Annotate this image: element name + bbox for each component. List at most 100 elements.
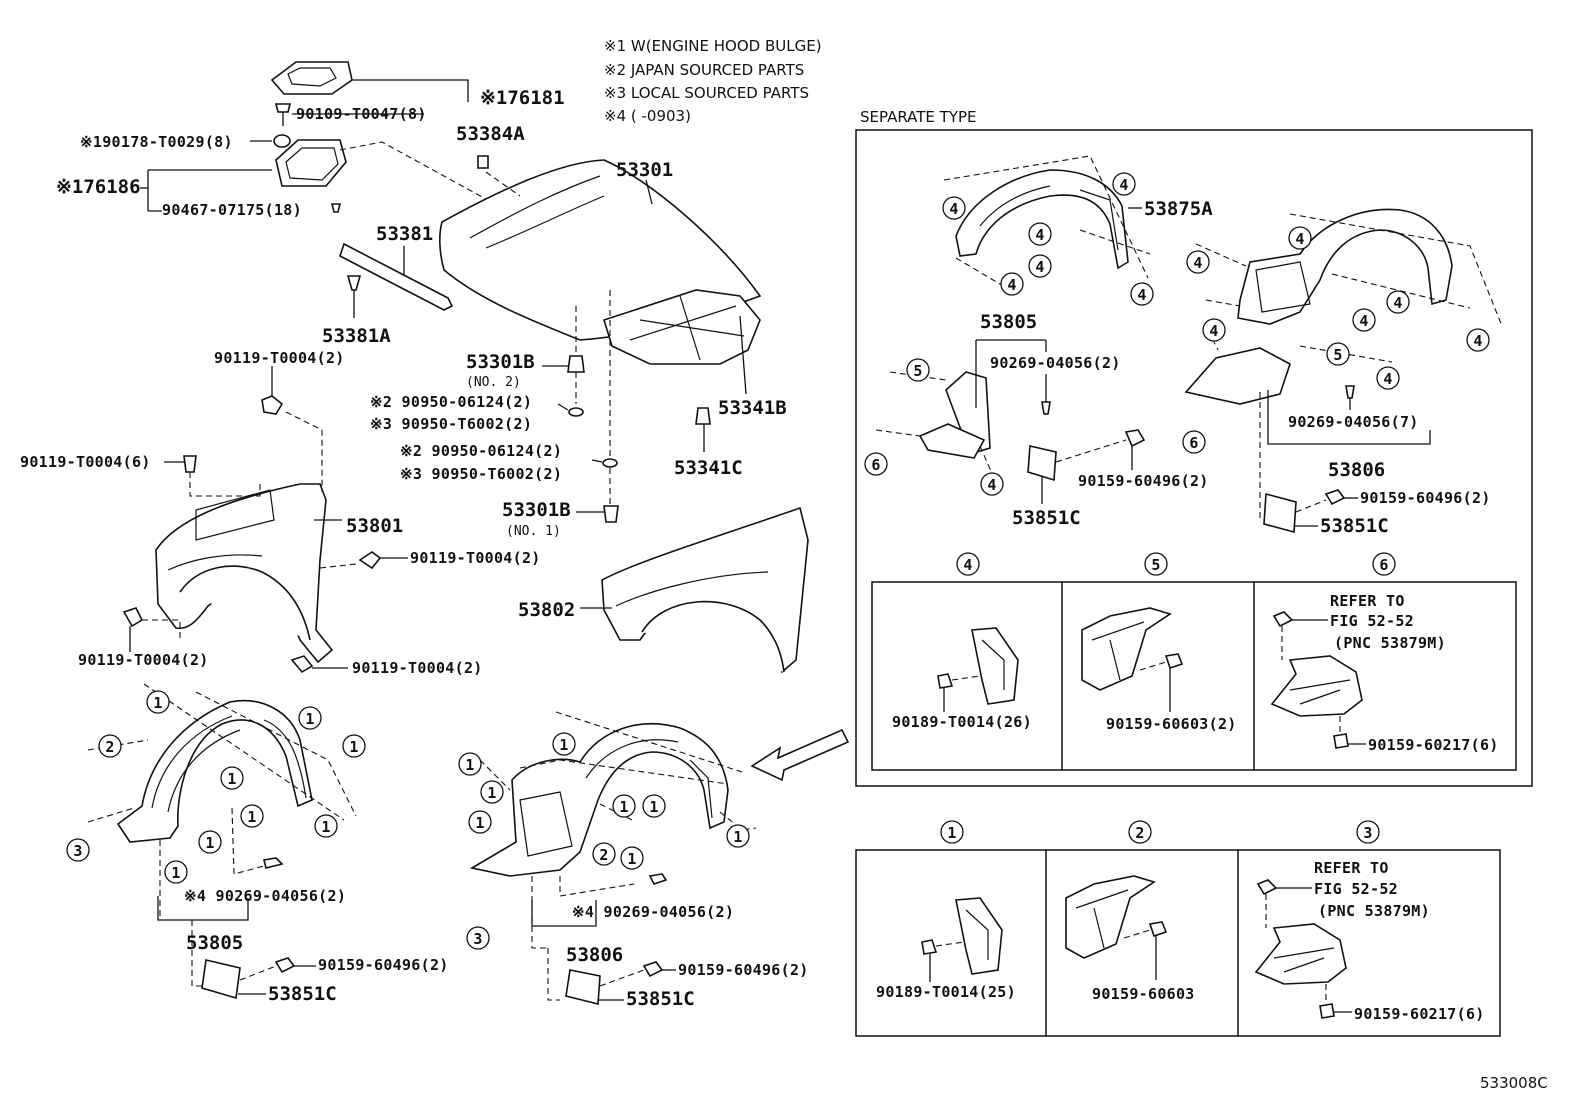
label-53802: 53802 xyxy=(518,599,575,621)
note-3: ※3 LOCAL SOURCED PARTS xyxy=(604,84,809,102)
svg-text:2: 2 xyxy=(1135,824,1144,842)
clip-90467-icon xyxy=(330,203,342,213)
detail-5-part: 90159-60603(2) xyxy=(1106,715,1237,733)
label-76186: ※176186 xyxy=(56,176,141,198)
label-53341C: 53341C xyxy=(674,457,743,479)
svg-text:1: 1 xyxy=(487,784,496,802)
label-s2-upper: ※2 90950-06124(2) xyxy=(370,393,532,411)
svg-text:6: 6 xyxy=(1379,556,1388,574)
detail-6-refer2: FIG 52-52 xyxy=(1330,612,1414,630)
mudguard-53851C-sep-a xyxy=(1027,445,1057,482)
label-53806-right: 53806 xyxy=(566,944,623,966)
label-90159-sep-a: 90159-60496(2) xyxy=(1078,472,1209,490)
right-markers: 1 1 1 1 1 1 1 2 1 3 xyxy=(458,732,750,950)
right-fender-liner xyxy=(469,722,729,877)
label-53384A: 53384A xyxy=(456,123,525,145)
washer-a-icon xyxy=(568,407,584,417)
detail-3-refer1: REFER TO xyxy=(1314,859,1389,877)
detail-6-bolt-icon xyxy=(1333,733,1349,749)
insulator-labels: 53341B 53341C xyxy=(674,315,787,479)
svg-text:4: 4 xyxy=(1295,230,1304,248)
mudguard-53851C-right xyxy=(565,969,601,1006)
fender-53801-group: 90119-T0004(2) 90119-T0004(6) 53801 9011… xyxy=(20,349,540,677)
bolt-90119-e-icon xyxy=(290,655,314,674)
label-90159-right: 90159-60496(2) xyxy=(678,961,809,979)
svg-text:3: 3 xyxy=(473,930,482,948)
label-53381A: 53381A xyxy=(322,325,391,347)
note-1: ※1 W(ENGINE HOOD BULGE) xyxy=(604,37,822,55)
detail-5-liner xyxy=(1081,607,1172,691)
bolt-90119-d-icon xyxy=(122,607,144,628)
separate-type-box: SEPARATE TYPE 53875A 53805 90269-04056(2… xyxy=(855,108,1533,787)
label-90159-sep-b: 90159-60496(2) xyxy=(1360,489,1491,507)
detail-1-marker xyxy=(940,820,964,844)
label-53805-sep: 53805 xyxy=(980,311,1037,333)
label-53341B: 53341B xyxy=(718,397,787,419)
nut-90178-icon xyxy=(273,134,291,148)
detail-1-clip-icon xyxy=(921,939,938,955)
svg-text:1: 1 xyxy=(227,770,236,788)
seal-53381-group: 53381 53381A xyxy=(322,223,454,347)
svg-text:4: 4 xyxy=(1359,312,1368,330)
label-s3-lower: ※3 90950-T6002(2) xyxy=(400,465,562,483)
bolt-90269-sep7-icon xyxy=(1345,385,1355,399)
svg-text:4: 4 xyxy=(1209,322,1218,340)
bolt-90159-sep-b-icon xyxy=(1324,489,1346,506)
detail-3-part: 90159-60217(6) xyxy=(1354,1005,1485,1023)
cushion-53384A-icon xyxy=(477,155,489,169)
svg-text:1: 1 xyxy=(475,814,484,832)
label-90119-b: 90119-T0004(6) xyxy=(20,453,151,471)
detail-4-clip-icon xyxy=(937,673,954,689)
detail-5-bolt-icon xyxy=(1164,653,1184,670)
svg-text:1: 1 xyxy=(733,828,742,846)
svg-text:4: 4 xyxy=(1119,176,1128,194)
cushion-no2-icon xyxy=(567,355,585,373)
hood-bulge-part xyxy=(270,61,353,95)
svg-text:2: 2 xyxy=(105,738,114,756)
separate-liner-53875A xyxy=(955,169,1129,270)
label-53806-sep: 53806 xyxy=(1328,459,1385,481)
svg-text:4: 4 xyxy=(1035,258,1044,276)
label-s4-right: ※4 90269-04056(2) xyxy=(572,903,734,921)
hood-bulge-group: ※176181 90109-T0047(8) ※190178-T0029(8) … xyxy=(56,61,565,233)
arrow-icon xyxy=(750,728,850,782)
svg-text:1: 1 xyxy=(465,756,474,774)
label-s3-upper: ※3 90950-T6002(2) xyxy=(370,415,532,433)
svg-text:1: 1 xyxy=(247,808,256,826)
hood-bulge-detail xyxy=(287,67,337,87)
separate-type-title: SEPARATE TYPE xyxy=(860,108,977,126)
svg-text:4: 4 xyxy=(1007,276,1016,294)
detail-3-marker xyxy=(1356,820,1380,844)
svg-text:5: 5 xyxy=(1151,556,1160,574)
label-53851C-left: 53851C xyxy=(268,983,337,1005)
label-53875A: 53875A xyxy=(1144,198,1213,220)
left-liner-group: ※4 90269-04056(2) 53805 90159-60496(2) 5… xyxy=(66,683,448,1005)
svg-text:2: 2 xyxy=(599,846,608,864)
label-s4-left: ※4 90269-04056(2) xyxy=(184,887,346,905)
detail-5-marker xyxy=(1144,552,1168,576)
bolt-90119-b-icon xyxy=(183,455,197,473)
detail-6-refer1: REFER TO xyxy=(1330,592,1405,610)
bolt-90159-right-icon xyxy=(642,961,664,978)
svg-text:3: 3 xyxy=(73,842,82,860)
bolt-90269-sep-icon xyxy=(1041,401,1051,415)
svg-text:1: 1 xyxy=(321,818,330,836)
label-s2-lower: ※2 90950-06124(2) xyxy=(400,442,562,460)
left-markers: 1 1 1 2 1 1 1 3 1 1 xyxy=(66,690,366,884)
label-53801: 53801 xyxy=(346,515,403,537)
svg-text:1: 1 xyxy=(627,850,636,868)
notes-block: ※1 W(ENGINE HOOD BULGE) ※2 JAPAN SOURCED… xyxy=(604,37,822,125)
svg-text:6: 6 xyxy=(1189,434,1198,452)
label-90119-d: 90119-T0004(2) xyxy=(78,651,209,669)
note-4: ※4 ( -0903) xyxy=(604,107,691,125)
left-fender-liner xyxy=(116,699,313,843)
clip-53381A-icon xyxy=(346,275,362,291)
bolt-90119-c-icon xyxy=(358,551,382,570)
detail-1-part: 90189-T0014(25) xyxy=(876,983,1016,1001)
label-90119-e: 90119-T0004(2) xyxy=(352,659,483,677)
svg-text:5: 5 xyxy=(1333,346,1342,364)
svg-text:1: 1 xyxy=(153,694,162,712)
detail-6-marker xyxy=(1372,552,1396,576)
svg-text:1: 1 xyxy=(349,738,358,756)
label-53851C-sep-b: 53851C xyxy=(1320,515,1389,537)
